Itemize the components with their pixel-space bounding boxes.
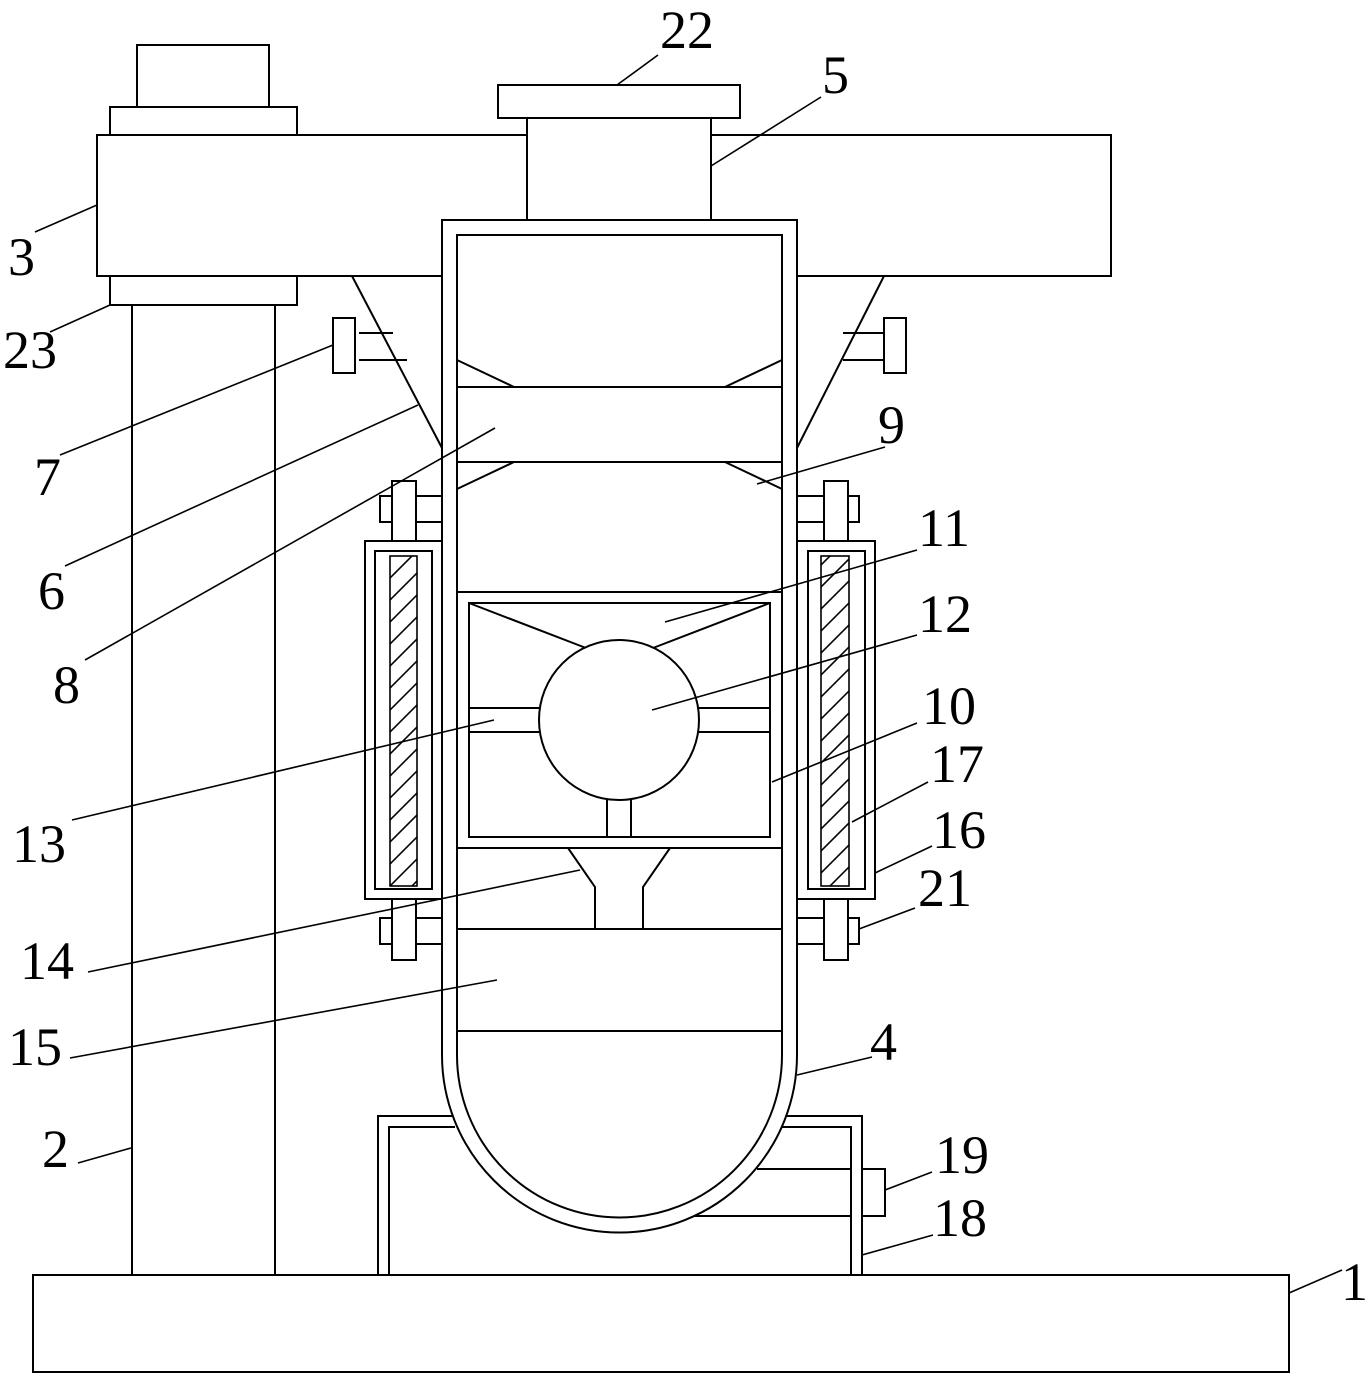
bracket-knob	[861, 1168, 886, 1217]
label-9: 9	[878, 395, 905, 455]
label-21: 21	[918, 858, 972, 918]
neck	[526, 117, 712, 221]
motor-block	[136, 44, 270, 108]
knob-left	[332, 317, 356, 374]
bottom-bracket	[377, 1115, 886, 1275]
label-2: 2	[42, 1119, 69, 1179]
label-7: 7	[34, 447, 61, 507]
label-12: 12	[918, 584, 972, 644]
part-labels: 22 5 3 23 7 9 11 6 12 8 10 17 16 13 21 1…	[3, 0, 1368, 1312]
knob-right	[883, 317, 907, 374]
label-19: 19	[935, 1125, 989, 1185]
collar-lower	[109, 275, 298, 306]
label-10: 10	[922, 676, 976, 736]
support-struts	[351, 275, 885, 449]
label-5: 5	[822, 45, 849, 105]
label-13: 13	[12, 814, 66, 874]
vessel-internals	[456, 359, 783, 1032]
label-15: 15	[8, 1017, 62, 1077]
label-6: 6	[38, 561, 65, 621]
heating-jacket-left	[364, 540, 443, 900]
label-17: 17	[930, 734, 984, 794]
label-11: 11	[918, 498, 970, 558]
label-23: 23	[3, 320, 57, 380]
label-14: 14	[20, 931, 74, 991]
label-22: 22	[660, 0, 714, 60]
label-16: 16	[932, 800, 986, 860]
top-cap	[497, 84, 741, 119]
base-plate	[32, 1274, 1290, 1373]
label-4: 4	[870, 1012, 897, 1072]
label-1: 1	[1341, 1252, 1368, 1312]
collar-upper	[109, 106, 298, 136]
vessel-inner	[456, 234, 783, 1219]
support-column	[131, 305, 276, 1275]
leader-lines	[34, 54, 1343, 1294]
label-18: 18	[933, 1188, 987, 1248]
grinding-ball	[538, 639, 700, 801]
heating-jacket-right	[796, 540, 876, 900]
label-3: 3	[8, 227, 35, 287]
label-8: 8	[53, 655, 80, 715]
